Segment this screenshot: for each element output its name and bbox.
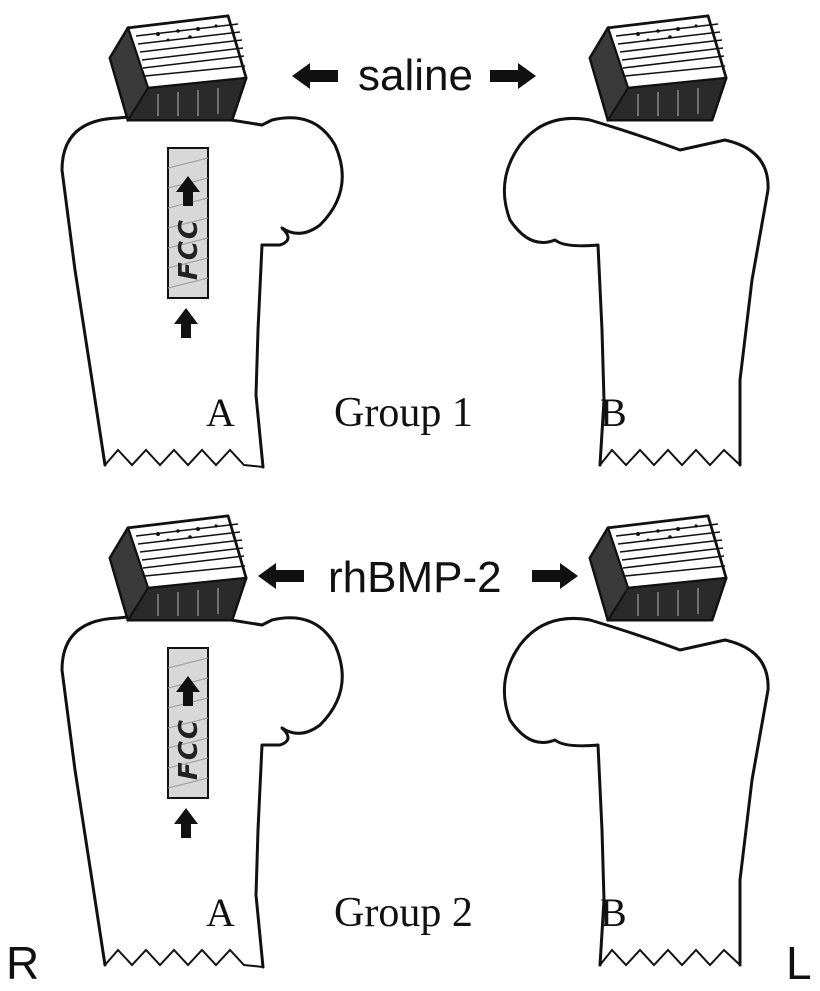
group2-bar-label: FCC <box>174 718 204 780</box>
group2-bar-bottom-arrow-icon <box>174 808 198 838</box>
group2-right-implant-block <box>110 516 246 620</box>
group1-right-implant-block <box>110 16 246 120</box>
group2-femur-b-label: B <box>600 893 627 933</box>
group2-femur-a-label: A <box>206 893 235 933</box>
group1-femur-a-label: A <box>206 393 235 433</box>
group1-bar-label: FCC <box>174 218 204 280</box>
side-left-marker: L <box>786 940 812 986</box>
group1-left-femur <box>504 118 768 465</box>
group2-left-femur <box>504 618 768 965</box>
group1-arrow-right-icon <box>490 63 536 89</box>
group1-arrow-left-icon <box>292 63 338 89</box>
group1-bar-bottom-arrow-icon <box>174 308 198 338</box>
group1-femur-b-label: B <box>600 393 627 433</box>
side-right-marker: R <box>6 940 39 986</box>
group1-title: Group 1 <box>334 392 473 434</box>
group2-agent-label: rhBMP-2 <box>328 556 502 600</box>
group2-arrow-right-icon <box>532 563 578 589</box>
group2-arrow-left-icon <box>258 563 304 589</box>
group2-left-implant-block <box>590 516 726 620</box>
group1-agent-label: saline <box>358 54 473 98</box>
group2-title: Group 2 <box>334 892 473 934</box>
group1-left-implant-block <box>590 16 726 120</box>
